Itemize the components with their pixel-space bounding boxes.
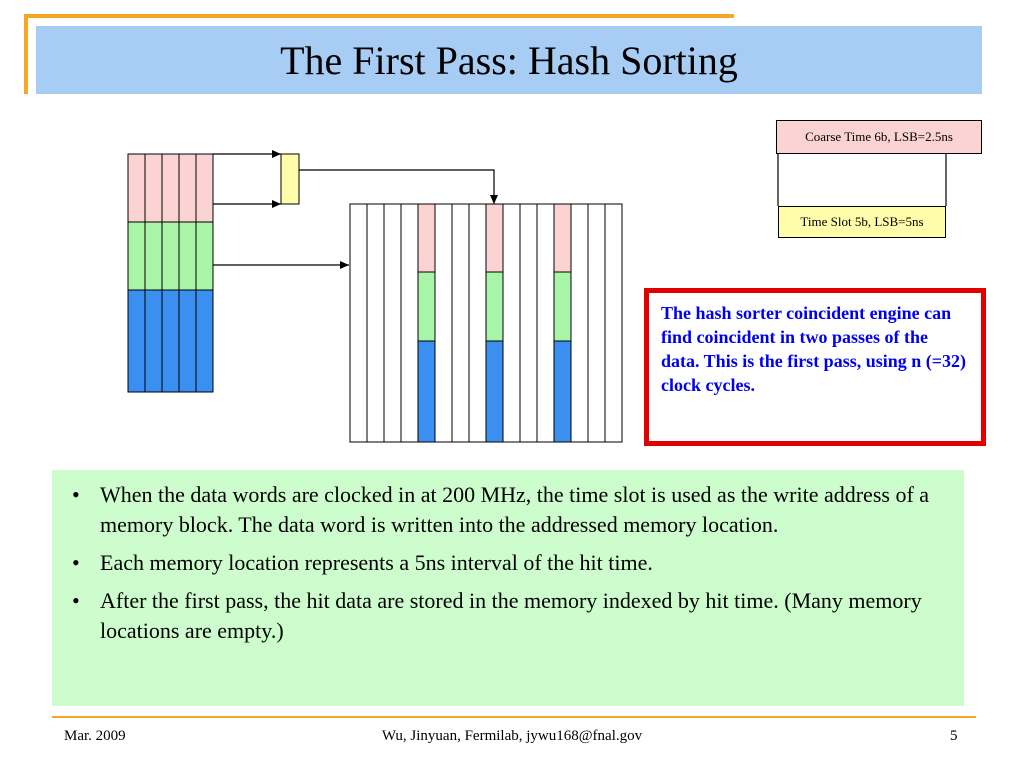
input-data-block: [127, 153, 214, 393]
memory-cell-pink: [485, 203, 504, 273]
input-cell-green: [144, 221, 163, 291]
page-title: The First Pass: Hash Sorting: [280, 37, 738, 83]
input-cell-green: [161, 221, 180, 291]
input-cell-blue: [127, 289, 146, 393]
input-cell-pink: [127, 153, 146, 223]
bullet-item: After the first pass, the hit data are s…: [68, 586, 944, 646]
memory-cell-empty: [366, 203, 385, 443]
bullet-item: When the data words are clocked in at 20…: [68, 480, 944, 540]
memory-cell-empty: [587, 203, 606, 443]
memory-cell-empty: [519, 203, 538, 443]
input-cell-blue: [161, 289, 180, 393]
input-cell-green: [195, 221, 214, 291]
input-cell-green: [127, 221, 146, 291]
input-cell-blue: [178, 289, 197, 393]
input-cell-pink: [195, 153, 214, 223]
input-cell-blue: [195, 289, 214, 393]
memory-cell-empty: [349, 203, 368, 443]
memory-cell-blue: [553, 340, 572, 443]
footer-date: Mar. 2009: [64, 728, 126, 744]
bullet-item: Each memory location represents a 5ns in…: [68, 548, 944, 578]
footer-divider: [52, 716, 976, 718]
time-slot-label: Time Slot 5b, LSB=5ns: [778, 206, 946, 238]
memory-cell-green: [553, 271, 572, 342]
arrow-address-to-memory: [299, 169, 498, 204]
bullet-panel: When the data words are clocked in at 20…: [52, 470, 964, 706]
memory-cell-blue: [417, 340, 436, 443]
memory-cell-empty: [451, 203, 470, 443]
memory-cell-empty: [536, 203, 555, 443]
input-cell-pink: [161, 153, 180, 223]
memory-cell-empty: [400, 203, 419, 443]
input-cell-blue: [144, 289, 163, 393]
memory-cell-pink: [417, 203, 436, 273]
memory-cell-empty: [570, 203, 589, 443]
input-cell-green: [178, 221, 197, 291]
title-accent-left-line: [24, 14, 28, 94]
address-register: [280, 153, 300, 205]
memory-cell-pink: [553, 203, 572, 273]
input-cell-pink: [178, 153, 197, 223]
memory-cell-empty: [383, 203, 402, 443]
title-bar: The First Pass: Hash Sorting: [36, 26, 982, 94]
memory-cell-empty: [434, 203, 453, 443]
callout-box: The hash sorter coincident engine can fi…: [644, 288, 986, 446]
callout-text: The hash sorter coincident engine can fi…: [661, 303, 966, 395]
memory-cell-empty: [468, 203, 487, 443]
footer-page-number: 5: [950, 728, 958, 744]
memory-cell-empty: [604, 203, 623, 443]
footer-author: Wu, Jinyuan, Fermilab, jywu168@fnal.gov: [381, 728, 643, 744]
memory-cell-green: [417, 271, 436, 342]
bullet-list: When the data words are clocked in at 20…: [68, 480, 944, 646]
memory-cell-empty: [502, 203, 521, 443]
input-cell-pink: [144, 153, 163, 223]
memory-cell-green: [485, 271, 504, 342]
memory-cell-blue: [485, 340, 504, 443]
coarse-time-label: Coarse Time 6b, LSB=2.5ns: [776, 120, 982, 154]
memory-block: [349, 203, 623, 443]
title-accent-top-line: [24, 14, 734, 18]
